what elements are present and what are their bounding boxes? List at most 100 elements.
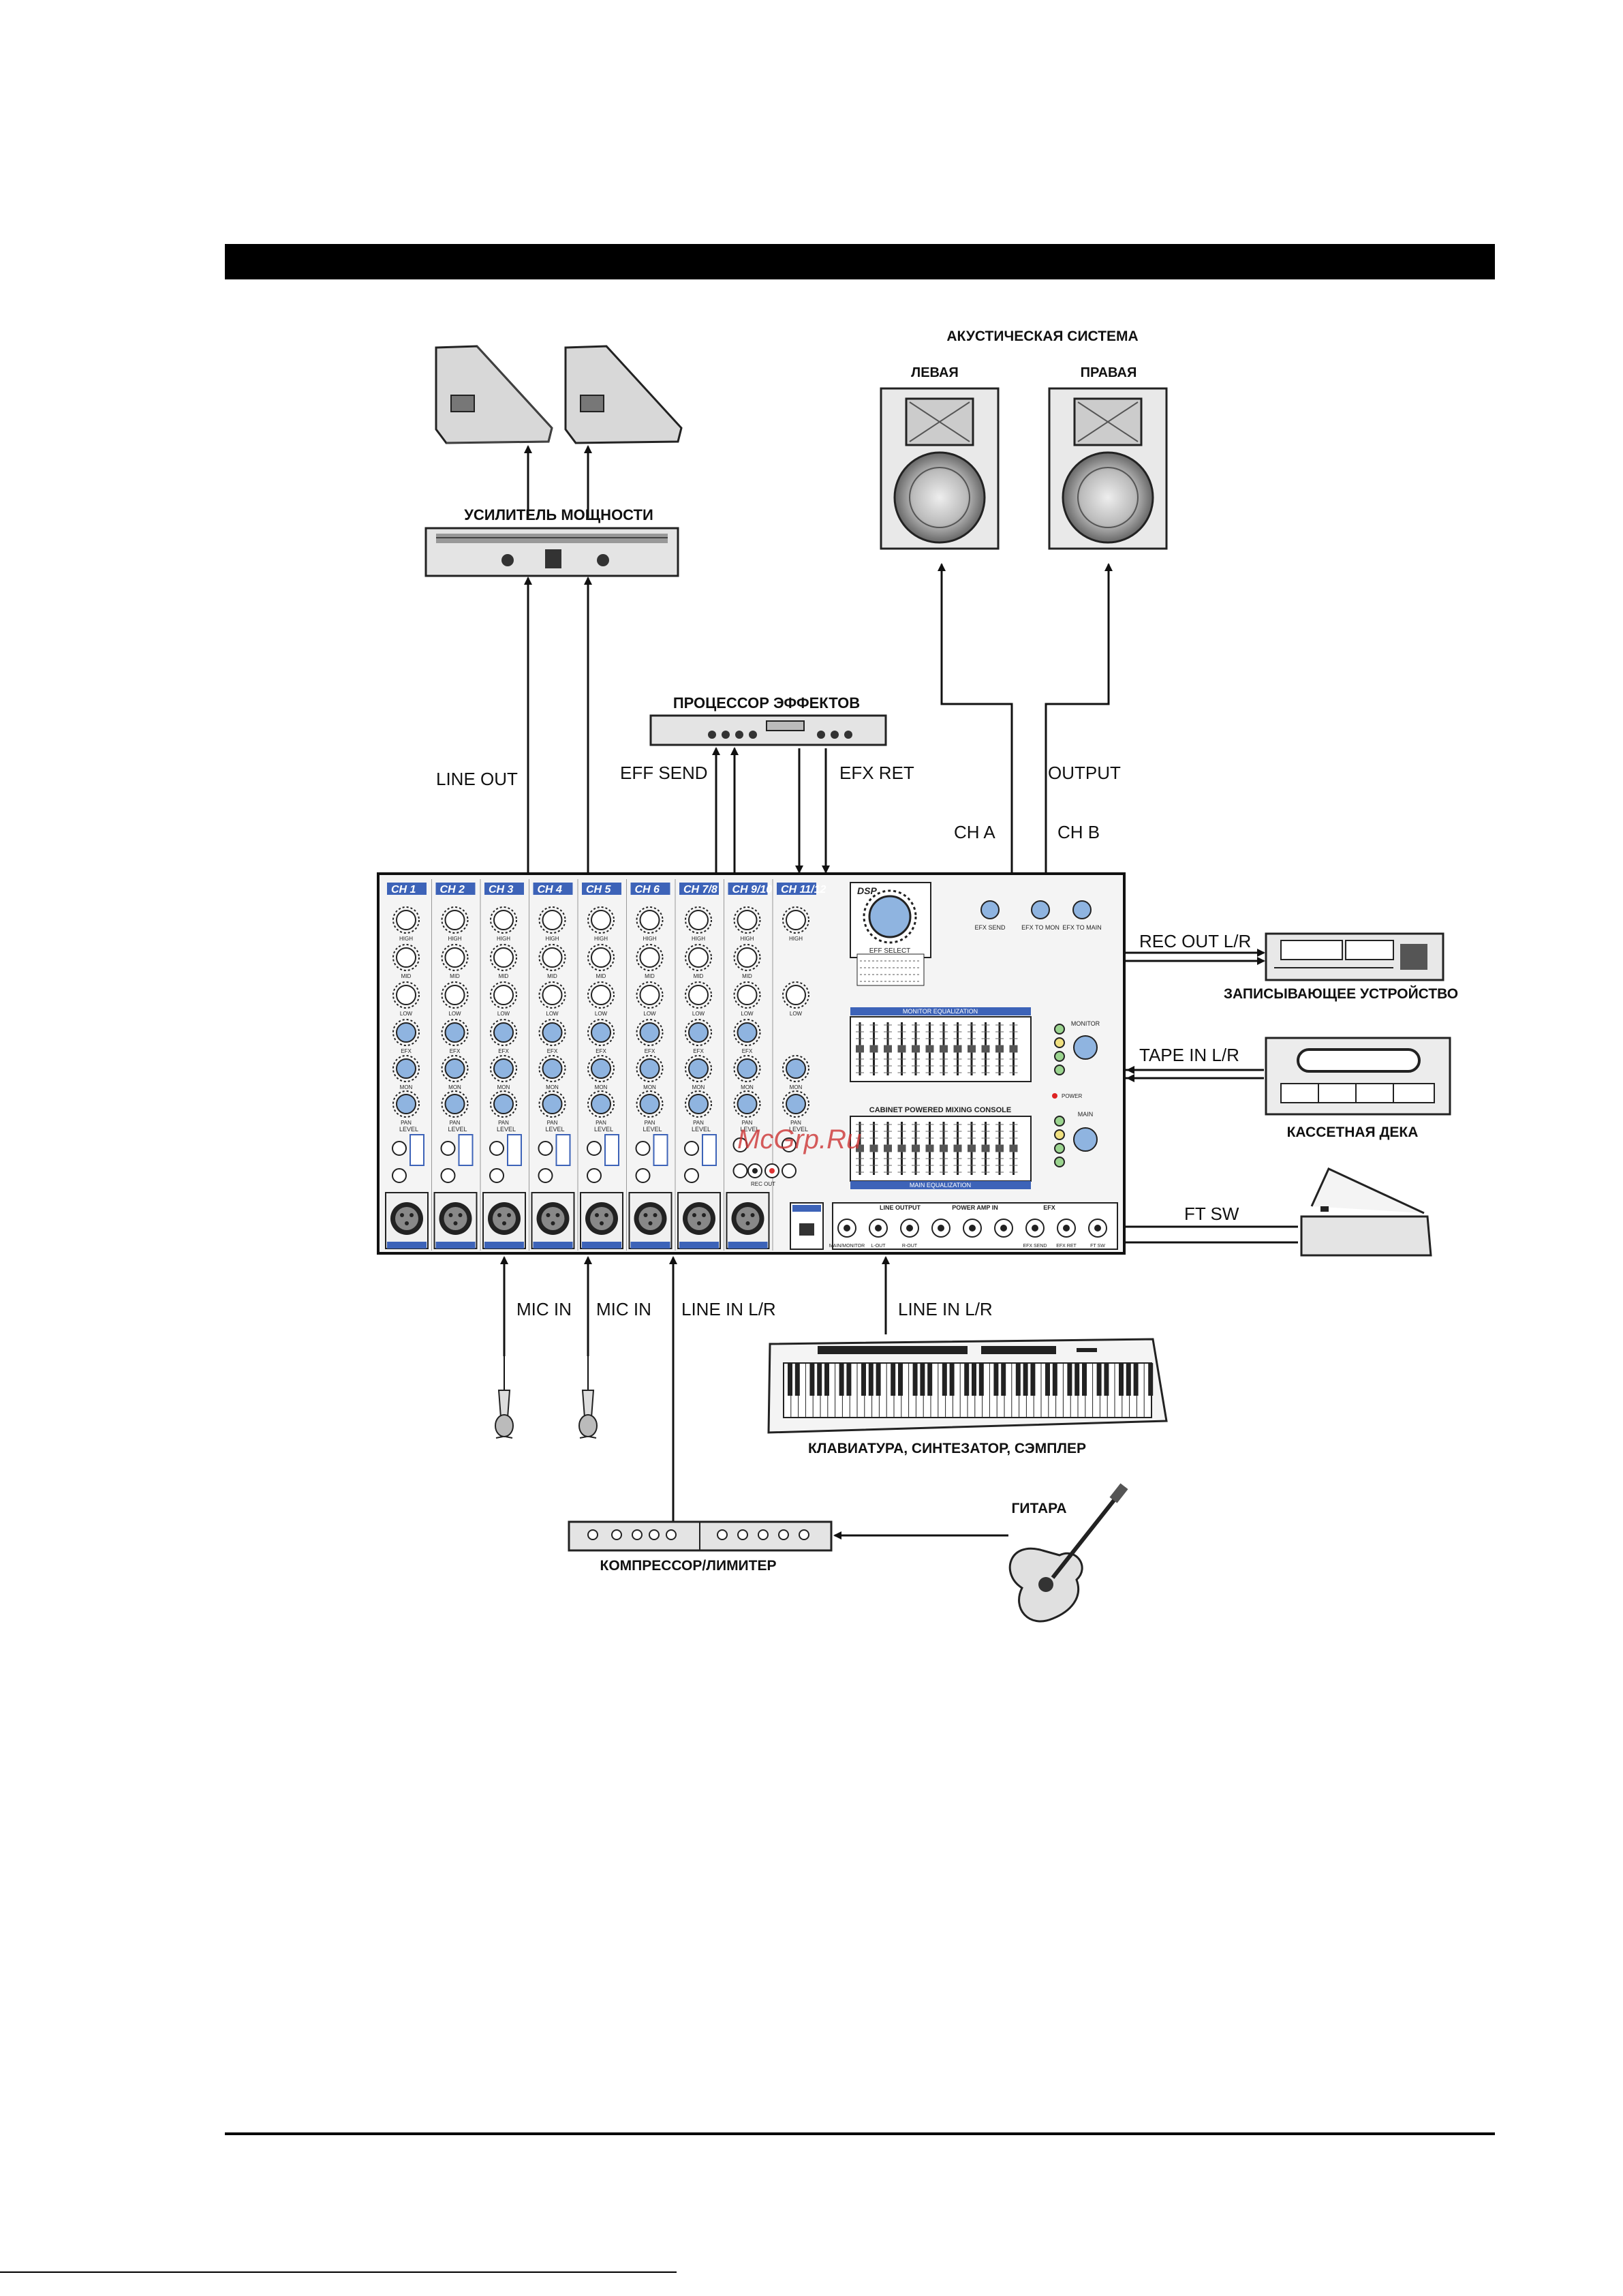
- insert-jack[interactable]: [635, 1141, 651, 1156]
- knob[interactable]: [396, 1094, 416, 1114]
- knob[interactable]: [639, 985, 660, 1005]
- knob[interactable]: [737, 1058, 758, 1079]
- knob[interactable]: [493, 1058, 514, 1079]
- knob[interactable]: [444, 985, 465, 1005]
- line-jack[interactable]: [635, 1168, 651, 1183]
- eq-slider[interactable]: [856, 1145, 864, 1152]
- eq-slider[interactable]: [940, 1145, 948, 1152]
- knob[interactable]: [591, 910, 611, 930]
- eq-slider[interactable]: [897, 1045, 906, 1052]
- knob-label: MON: [546, 1084, 559, 1090]
- knob[interactable]: [444, 1022, 465, 1043]
- right-jack[interactable]: [732, 1163, 748, 1178]
- eq-slider[interactable]: [981, 1145, 990, 1152]
- line-jack[interactable]: [538, 1168, 553, 1183]
- right-jack[interactable]: [782, 1163, 797, 1178]
- knob[interactable]: [542, 1022, 563, 1043]
- eq-slider[interactable]: [1009, 1045, 1018, 1052]
- eq-slider[interactable]: [925, 1045, 934, 1052]
- knob[interactable]: [688, 1094, 709, 1114]
- knob[interactable]: [493, 985, 514, 1005]
- knob[interactable]: [542, 947, 563, 968]
- insert-jack[interactable]: [684, 1141, 699, 1156]
- knob[interactable]: [444, 1094, 465, 1114]
- knob[interactable]: [542, 1094, 563, 1114]
- knob[interactable]: [688, 1058, 709, 1079]
- knob[interactable]: [591, 1058, 611, 1079]
- knob[interactable]: [688, 1022, 709, 1043]
- knob[interactable]: [591, 985, 611, 1005]
- knob[interactable]: [737, 910, 758, 930]
- knob[interactable]: [493, 947, 514, 968]
- knob[interactable]: [444, 947, 465, 968]
- eq-slider[interactable]: [884, 1145, 892, 1152]
- eq-slider[interactable]: [1009, 1145, 1018, 1152]
- knob[interactable]: [737, 1094, 758, 1114]
- knob[interactable]: [737, 985, 758, 1005]
- knob[interactable]: [493, 1022, 514, 1043]
- insert-jack[interactable]: [538, 1141, 553, 1156]
- insert-jack[interactable]: [587, 1141, 602, 1156]
- knob[interactable]: [786, 910, 806, 930]
- eq-slider[interactable]: [995, 1145, 1004, 1152]
- eq-slider[interactable]: [953, 1045, 962, 1052]
- knob-label: MID: [596, 973, 606, 979]
- knob[interactable]: [786, 985, 806, 1005]
- knob[interactable]: [493, 1094, 514, 1114]
- knob[interactable]: [493, 910, 514, 930]
- knob[interactable]: [444, 910, 465, 930]
- knob[interactable]: [542, 985, 563, 1005]
- insert-jack[interactable]: [489, 1141, 504, 1156]
- knob[interactable]: [396, 1058, 416, 1079]
- knob[interactable]: [786, 1058, 806, 1079]
- eq-slider[interactable]: [968, 1145, 976, 1152]
- knob[interactable]: [396, 910, 416, 930]
- knob[interactable]: [639, 1094, 660, 1114]
- knob[interactable]: [396, 947, 416, 968]
- knob[interactable]: [639, 910, 660, 930]
- knob[interactable]: [542, 1058, 563, 1079]
- eq-slider[interactable]: [981, 1045, 990, 1052]
- line-jack[interactable]: [489, 1168, 504, 1183]
- eq-slider[interactable]: [884, 1045, 892, 1052]
- knob[interactable]: [737, 947, 758, 968]
- line-jack[interactable]: [684, 1168, 699, 1183]
- line-jack[interactable]: [392, 1168, 407, 1183]
- insert-jack[interactable]: [440, 1141, 456, 1156]
- knob[interactable]: [542, 910, 563, 930]
- knob[interactable]: [396, 985, 416, 1005]
- eq-slider[interactable]: [912, 1045, 920, 1052]
- insert-jack[interactable]: [392, 1141, 407, 1156]
- line-jack[interactable]: [587, 1168, 602, 1183]
- eq-slider[interactable]: [925, 1145, 934, 1152]
- knob[interactable]: [396, 1022, 416, 1043]
- knob[interactable]: [591, 1022, 611, 1043]
- recorder-label: ЗАПИСЫВАЮЩЕЕ УСТРОЙСТВО: [1224, 985, 1458, 1002]
- knob[interactable]: [591, 947, 611, 968]
- knob[interactable]: [688, 947, 709, 968]
- eq-slider[interactable]: [995, 1045, 1004, 1052]
- eq-slider[interactable]: [968, 1045, 976, 1052]
- eq-slider[interactable]: [869, 1145, 878, 1152]
- knob[interactable]: [639, 1058, 660, 1079]
- eq-slider[interactable]: [912, 1145, 920, 1152]
- eq-slider[interactable]: [869, 1045, 878, 1052]
- knob[interactable]: [688, 910, 709, 930]
- knob[interactable]: [688, 985, 709, 1005]
- knob[interactable]: [737, 1022, 758, 1043]
- ft-sw-label: FT SW: [1184, 1204, 1239, 1224]
- level-label: LEVEL: [546, 1126, 565, 1133]
- knob[interactable]: [444, 1058, 465, 1079]
- eq-slider[interactable]: [953, 1145, 962, 1152]
- eq-slider[interactable]: [856, 1045, 864, 1052]
- eq-slider[interactable]: [940, 1045, 948, 1052]
- knob[interactable]: [639, 1022, 660, 1043]
- line-jack[interactable]: [440, 1168, 456, 1183]
- knob[interactable]: [639, 947, 660, 968]
- left-jack[interactable]: [732, 1137, 748, 1152]
- knob[interactable]: [786, 1094, 806, 1114]
- left-jack[interactable]: [782, 1137, 797, 1152]
- channel-label: CH 4: [538, 884, 563, 896]
- eq-slider[interactable]: [897, 1145, 906, 1152]
- knob[interactable]: [591, 1094, 611, 1114]
